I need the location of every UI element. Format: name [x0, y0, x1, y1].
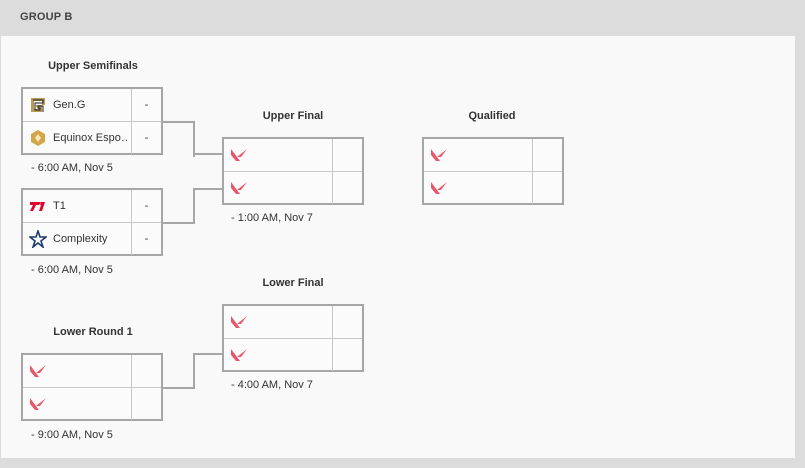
team-slot-tbd[interactable] — [23, 388, 161, 420]
match-time-lower-round-1: - 9:00 AM, Nov 5 — [31, 429, 113, 441]
team-score — [333, 172, 362, 204]
team-slot-tbd[interactable] — [23, 355, 161, 388]
team-score: - — [144, 99, 149, 111]
team-score — [333, 339, 362, 371]
match-lower-round-1[interactable] — [21, 353, 163, 421]
team-score — [132, 355, 161, 387]
match-upper-final[interactable] — [222, 137, 364, 205]
valorant-icon — [231, 149, 247, 161]
bracket-panel: Upper Semifinals Upper Final Qualified L… — [1, 36, 795, 458]
team-name-cell: Complexity — [23, 223, 132, 255]
match-upper-semifinal-1[interactable]: Gen.G - Equinox Espo… - — [21, 87, 163, 155]
match-time-upper-final: - 1:00 AM, Nov 7 — [231, 212, 313, 224]
bracket-connector — [163, 188, 195, 224]
team-score — [533, 139, 562, 171]
match-time-lower-final: - 4:00 AM, Nov 7 — [231, 379, 313, 391]
team-slot-tbd[interactable] — [224, 172, 362, 204]
team-score: - — [144, 132, 149, 144]
round-title-upper-semifinals: Upper Semifinals — [48, 60, 138, 72]
geng-logo-icon — [31, 98, 45, 112]
team-slot-tbd[interactable] — [224, 339, 362, 371]
team-name: Equinox Espo… — [53, 132, 129, 144]
team-name-cell — [224, 172, 333, 204]
team-slot-complexity[interactable]: Complexity - — [23, 223, 161, 255]
complexity-logo-icon — [29, 230, 47, 248]
team-name: Gen.G — [53, 99, 86, 111]
team-score — [333, 306, 362, 338]
team-slot-tbd[interactable] — [224, 139, 362, 172]
round-title-upper-final: Upper Final — [262, 110, 324, 122]
team-score — [533, 172, 562, 204]
team-score: - — [144, 233, 149, 245]
team-name-cell: Gen.G — [23, 89, 132, 121]
team-name-cell: T1 — [23, 190, 132, 222]
match-time-upper-semifinal-1: - 6:00 AM, Nov 5 — [31, 162, 113, 174]
team-name-cell — [424, 139, 533, 171]
valorant-icon — [231, 182, 247, 194]
valorant-icon — [231, 349, 247, 361]
bracket-connector — [193, 188, 223, 190]
team-name-cell: Equinox Espo… — [23, 122, 132, 154]
team-slot-tbd[interactable] — [224, 306, 362, 339]
round-title-lower-final: Lower Final — [262, 277, 324, 289]
team-name-cell — [224, 339, 333, 371]
match-time-upper-semifinal-2: - 6:00 AM, Nov 5 — [31, 264, 113, 276]
valorant-icon — [30, 365, 46, 377]
match-qualified[interactable] — [422, 137, 564, 205]
bracket-connector — [193, 353, 223, 355]
team-name: T1 — [53, 200, 66, 212]
team-name-cell — [224, 139, 333, 171]
group-header: GROUP B — [0, 0, 805, 36]
team-slot-t1[interactable]: T1 - — [23, 190, 161, 223]
equinox-logo-icon — [31, 130, 45, 146]
valorant-icon — [431, 149, 447, 161]
round-title-qualified: Qualified — [468, 110, 516, 122]
team-name-cell — [23, 388, 132, 420]
team-name-cell — [224, 306, 333, 338]
team-slot-equinox[interactable]: Equinox Espo… - — [23, 122, 161, 154]
group-title: GROUP B — [20, 11, 73, 23]
round-title-lower-round-1: Lower Round 1 — [53, 326, 133, 338]
team-name: Complexity — [53, 233, 108, 245]
valorant-icon — [30, 398, 46, 410]
team-name-cell — [424, 172, 533, 204]
team-name-cell — [23, 355, 132, 387]
team-slot-geng[interactable]: Gen.G - — [23, 89, 161, 122]
team-score — [132, 388, 161, 420]
match-lower-final[interactable] — [222, 304, 364, 372]
t1-logo-icon — [30, 202, 45, 211]
bracket-connector — [163, 121, 195, 157]
bracket-connector — [193, 153, 223, 155]
valorant-icon — [431, 182, 447, 194]
team-score — [333, 139, 362, 171]
valorant-icon — [231, 316, 247, 328]
match-upper-semifinal-2[interactable]: T1 - Complexity - — [21, 188, 163, 256]
team-slot-tbd[interactable] — [424, 139, 562, 172]
bracket-connector — [163, 354, 195, 389]
team-score: - — [144, 200, 149, 212]
team-slot-tbd[interactable] — [424, 172, 562, 204]
